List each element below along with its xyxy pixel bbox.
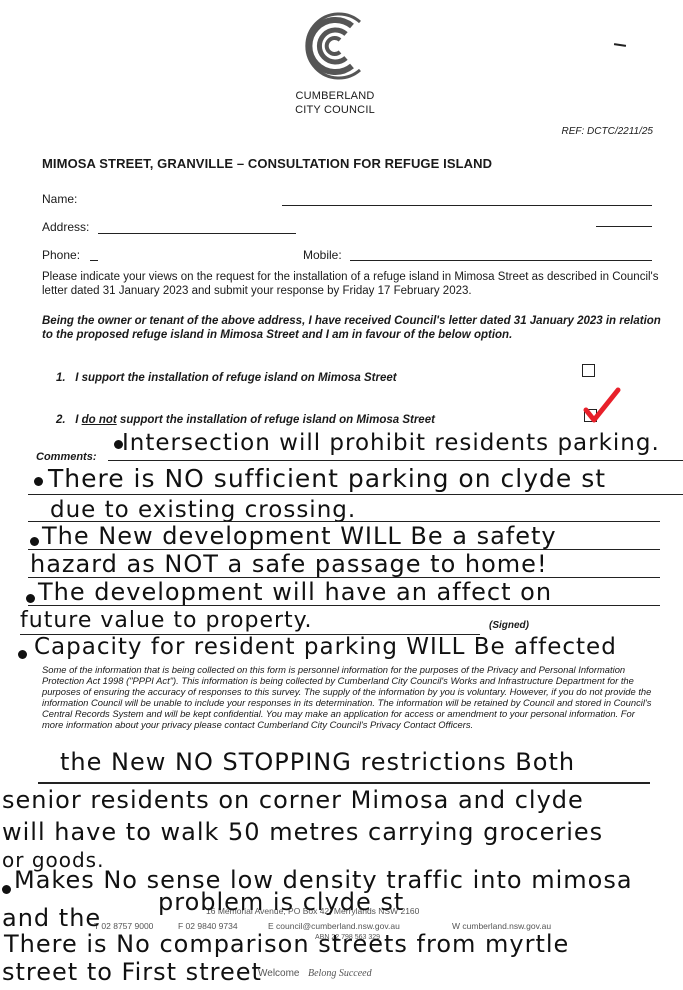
option-2-label: support the installation of refuge islan… [119, 414, 435, 426]
handwritten-line: or goods. [2, 848, 105, 872]
bullet [2, 885, 11, 894]
footer-tagline-2: Belong Succeed [308, 968, 372, 979]
address-field-extra [596, 226, 652, 227]
handwritten-line: senior residents on corner Mimosa and cl… [2, 786, 584, 814]
council-logo: CUMBERLAND CITY COUNCIL [280, 8, 390, 116]
declaration-paragraph: Being the owner or tenant of the above a… [42, 315, 661, 341]
footer-address: 16 Memorial Avenue, PO Box 42, Merryland… [206, 906, 420, 916]
option-2-number: 2. [56, 414, 66, 426]
comment-line [28, 605, 660, 606]
handwritten-line: will have to walk 50 metres carrying gro… [2, 818, 604, 846]
handwritten-line: the New NO STOPPING restrictions Both [60, 748, 576, 776]
bullet [30, 537, 39, 546]
phone-label: Phone: [42, 248, 81, 262]
option-1-number: 1. [56, 372, 66, 384]
bullet [34, 477, 43, 486]
bullet [26, 594, 35, 603]
handwritten-line: The development will have an affect on [38, 578, 553, 606]
bullet [114, 440, 123, 449]
handwritten-line: hazard as NOT a safe passage to home! [30, 550, 548, 578]
signed-label: (Signed) [489, 620, 529, 631]
option-1-checkbox[interactable] [582, 364, 595, 377]
comment-line [108, 460, 683, 461]
org-name-line2: CITY COUNCIL [295, 104, 375, 116]
stray-mark [613, 43, 627, 47]
red-tick-icon [583, 387, 621, 423]
handwritten-line: future value to property. [20, 608, 313, 633]
footer-web: W cumberland.nsw.gov.au [452, 921, 552, 931]
option-1: 1. I support the installation of refuge … [56, 372, 397, 384]
phone-field[interactable] [90, 260, 98, 261]
mobile-label: Mobile: [303, 248, 342, 262]
footer-phone: T 02 8757 9000 [94, 921, 154, 931]
footer-tagline: Welcome [258, 968, 300, 979]
name-label: Name: [42, 192, 78, 206]
handwritten-line: There is NO sufficient parking on clyde … [48, 464, 607, 493]
reference-number: REF: DCTC/2211/25 [561, 126, 653, 137]
comment-line [38, 782, 650, 784]
footer-fax: F 02 9840 9734 [178, 921, 238, 931]
option-2-not: do not [81, 414, 117, 426]
comment-line [28, 549, 660, 550]
intro-paragraph: Please indicate your views on the reques… [42, 271, 659, 297]
page-title: MIMOSA STREET, GRANVILLE – CONSULTATION … [42, 156, 493, 171]
mobile-field[interactable] [350, 260, 652, 261]
handwritten-line: There is No comparison streets from myrt… [4, 930, 570, 958]
footer-abn: ABN 22 798 563 329 [315, 934, 380, 941]
handwritten-line: and the [2, 904, 102, 932]
comment-line [28, 494, 683, 495]
footer-email: E council@cumberland.nsw.gov.au [268, 921, 400, 931]
handwritten-line: street to First street [2, 958, 262, 986]
handwritten-line: due to existing crossing. [50, 497, 357, 523]
handwritten-line: Makes No sense low density traffic into … [14, 866, 633, 894]
option-1-label: I support the installation of refuge isl… [75, 372, 397, 384]
council-logo-icon [305, 12, 361, 80]
handwritten-line: The New development WILL Be a safety [42, 522, 557, 550]
comment-line [28, 521, 660, 522]
bullet [18, 650, 27, 659]
comment-line [28, 577, 660, 578]
address-field[interactable] [98, 233, 296, 234]
org-name-line1: CUMBERLAND [295, 90, 375, 102]
privacy-notice: Some of the information that is being co… [42, 664, 652, 731]
handwritten-line: problem is clyde st [158, 888, 405, 916]
comment-line [20, 634, 480, 635]
address-label: Address: [42, 220, 90, 234]
option-2: 2. I do not support the installation of … [56, 414, 435, 426]
handwritten-line: Capacity for resident parking WILL Be af… [34, 634, 617, 660]
comments-label: Comments: [36, 451, 97, 463]
name-field[interactable] [282, 205, 652, 206]
handwritten-line: Intersection will prohibit residents par… [122, 430, 660, 456]
option-2-prefix: I [75, 414, 79, 426]
